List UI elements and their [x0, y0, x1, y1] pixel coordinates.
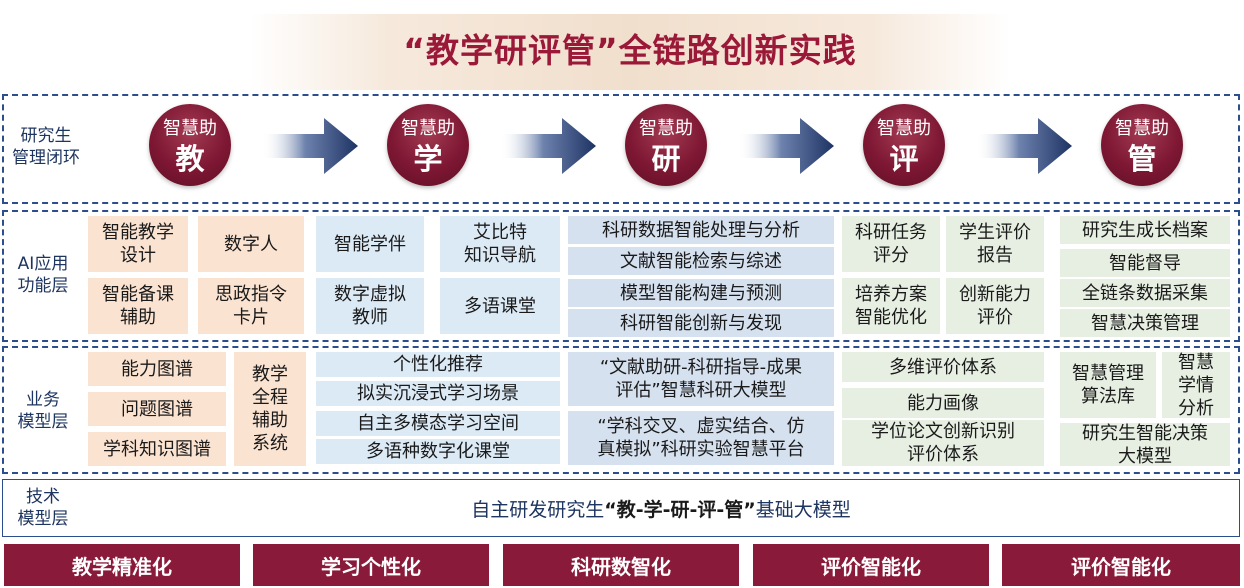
- biz-cell-subject-knowledge-graph: 学科知识图谱: [88, 432, 226, 466]
- biz-cell-immersive-scenario: 拟实沉浸式学习场景: [316, 381, 560, 406]
- arrow-icon-2: [500, 118, 596, 174]
- layer-label-loop: 研究生 管理闭环: [12, 126, 80, 168]
- layer-label-ai: AI应用 功能层: [17, 254, 69, 296]
- circle-manage-small: 智慧助: [1115, 118, 1169, 139]
- circle-learn-big: 学: [413, 142, 443, 176]
- ai-cell-digital-virtual-teacher: 数字虚拟 教师: [316, 278, 424, 334]
- circle-evaluate-big: 评: [889, 142, 919, 176]
- circle-research: 智慧助研: [625, 104, 707, 186]
- ai-cell-knowledge-navigation: 艾比特 知识导航: [440, 216, 560, 272]
- ai-cell-digital-human: 数字人: [198, 216, 304, 272]
- circle-research-big: 研: [651, 142, 681, 176]
- circle-learn-small: 智慧助: [401, 118, 455, 139]
- biz-cell-decision-big-model: 研究生智能决策 大模型: [1060, 423, 1230, 467]
- ai-cell-data-collection: 全链条数据采集: [1060, 279, 1230, 307]
- tech-layer-frame: [2, 479, 1240, 537]
- arrow-icon-4: [976, 118, 1072, 174]
- ai-cell-decision-management: 智慧决策管理: [1060, 309, 1230, 337]
- ai-cell-literature-retrieval: 文献智能检索与综述: [568, 247, 834, 275]
- ai-cell-multilingual-class: 多语课堂: [440, 278, 560, 334]
- bottom-bar-evaluation-intelligence-2: 评价智能化: [1002, 544, 1240, 586]
- biz-cell-problem-graph: 问题图谱: [88, 392, 226, 426]
- loop-layer-frame: [2, 94, 1240, 204]
- ai-cell-training-plan-optimize: 培养方案 智能优化: [842, 278, 940, 334]
- biz-cell-research-big-model: “文献助研-科研指导-成果 评估”智慧科研大模型: [568, 352, 834, 406]
- circle-manage-big: 管: [1127, 142, 1157, 176]
- biz-cell-management-algorithm-lib: 智慧管理 算法库: [1060, 352, 1156, 418]
- circle-research-small: 智慧助: [639, 118, 693, 139]
- circle-teach-small: 智慧助: [163, 118, 217, 139]
- circle-evaluate: 智慧助评: [863, 104, 945, 186]
- biz-cell-multi-eval-system: 多维评价体系: [842, 352, 1044, 382]
- circle-teach: 智慧助教: [149, 104, 231, 186]
- business-layer-frame: [2, 346, 1240, 474]
- ai-cell-research-innovation: 科研智能创新与发现: [568, 309, 834, 337]
- ai-cell-smart-study-partner: 智能学伴: [316, 216, 424, 272]
- circle-manage: 智慧助管: [1101, 104, 1183, 186]
- ai-cell-student-eval-report: 学生评价 报告: [946, 216, 1044, 272]
- ai-cell-ideology-cards: 思政指令 卡片: [198, 278, 304, 334]
- biz-cell-experiment-platform: “学科交叉、虚实结合、仿 真模拟”科研实验智慧平台: [568, 411, 834, 465]
- biz-cell-personalized-recommendation: 个性化推荐: [316, 352, 560, 377]
- bottom-bar-evaluation-intelligence: 评价智能化: [753, 544, 989, 586]
- layer-label-tech: 技术 模型层: [17, 487, 69, 529]
- bottom-bar-teaching-precision: 教学精准化: [4, 544, 240, 586]
- arrow-icon-1: [262, 118, 358, 174]
- tech-layer-text: 自主研发研究生“教-学-研-评-管”基础大模型: [86, 484, 1236, 532]
- tech-suffix: 基础大模型: [755, 498, 851, 521]
- ai-cell-smart-supervision: 智能督导: [1060, 249, 1230, 277]
- biz-cell-thesis-innovation-eval: 学位论文创新识别 评价体系: [842, 420, 1044, 466]
- circle-teach-big: 教: [175, 142, 205, 176]
- ai-cell-smart-teaching-design: 智能教学 设计: [88, 216, 188, 272]
- ai-cell-innovation-eval: 创新能力 评价: [946, 278, 1044, 334]
- biz-cell-digital-classroom: 多语种数字化课堂: [316, 439, 560, 464]
- ai-layer-frame: [2, 210, 1240, 342]
- biz-cell-multimodal-space: 自主多模态学习空间: [316, 411, 560, 436]
- arrow-icon-3: [738, 118, 834, 174]
- ai-cell-research-data-analysis: 科研数据智能处理与分析: [568, 216, 834, 244]
- bottom-bar-learning-personalization: 学习个性化: [253, 544, 489, 586]
- title-band: [250, 14, 1010, 90]
- circle-evaluate-small: 智慧助: [877, 118, 931, 139]
- page-title: “教学研评管”全链路创新实践: [403, 31, 857, 70]
- ai-cell-growth-profile: 研究生成长档案: [1060, 216, 1230, 244]
- biz-cell-learning-analysis: 智慧 学情 分析: [1162, 352, 1230, 419]
- tech-bold: “教-学-研-评-管”: [604, 498, 756, 521]
- layer-label-business: 业务 模型层: [17, 390, 69, 432]
- circle-learn: 智慧助学: [387, 104, 469, 186]
- biz-cell-ability-graph: 能力图谱: [88, 352, 226, 386]
- ai-cell-smart-lesson-prep: 智能备课 辅助: [88, 278, 188, 334]
- ai-cell-research-task-scoring: 科研任务 评分: [842, 216, 940, 272]
- ai-cell-model-building: 模型智能构建与预测: [568, 279, 834, 307]
- tech-prefix: 自主研发研究生: [471, 498, 605, 521]
- bottom-bar-research-digitalization: 科研数智化: [503, 544, 739, 586]
- biz-cell-teaching-assist-system: 教学 全程 辅助 系统: [234, 352, 306, 466]
- biz-cell-ability-portrait: 能力画像: [842, 388, 1044, 418]
